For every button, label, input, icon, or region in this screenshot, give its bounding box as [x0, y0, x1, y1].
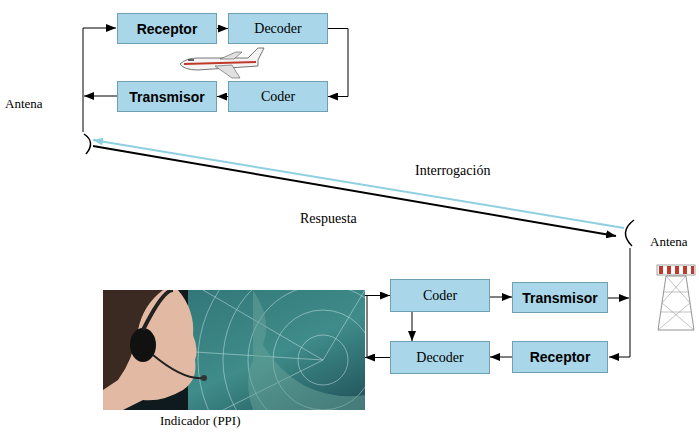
link-label: Interrogación [415, 163, 490, 179]
box-label: Decoder [254, 21, 301, 37]
indicator-display: Indicador (PPI) [103, 290, 365, 410]
box-label: Decoder [416, 350, 463, 366]
antenna-wiring [608, 248, 630, 357]
response-link [93, 146, 616, 236]
box-label: Coder [423, 288, 457, 304]
box-label: Transmisor [129, 89, 204, 105]
airplane-icon [180, 48, 264, 78]
antenna-wiring [83, 28, 117, 132]
process-box: Transmisor [117, 81, 217, 112]
process-box: Coder [390, 279, 490, 312]
ppi-illustration [103, 290, 365, 410]
signal-arrow [217, 28, 228, 29]
antenna-symbol [625, 220, 634, 246]
process-box: Coder [228, 81, 328, 112]
signal-arrow [328, 29, 348, 97]
interrogation-link [93, 140, 624, 228]
antenna-label: Antena [650, 234, 688, 250]
antenna-label: Antena [5, 96, 43, 112]
box-label: Receptor [137, 21, 198, 37]
signal-arrow [490, 297, 512, 298]
indicator-wire [367, 295, 368, 358]
box-label: Coder [261, 89, 295, 105]
box-label: Transmisor [522, 290, 597, 306]
signal-arrow [490, 357, 512, 358]
signal-arrow [217, 96, 228, 97]
process-box: Decoder [390, 341, 490, 374]
process-box: Receptor [117, 13, 217, 44]
signal-arrow [365, 295, 390, 296]
signal-arrow [365, 357, 390, 358]
radar-tower-icon [657, 265, 695, 330]
antenna-symbol [84, 134, 91, 154]
process-box: Receptor [512, 341, 608, 373]
signal-arrow [412, 312, 413, 341]
process-box: Transmisor [512, 282, 608, 313]
link-label: Respuesta [300, 211, 357, 227]
display-caption: Indicador (PPI) [160, 413, 241, 429]
box-label: Receptor [530, 349, 591, 365]
process-box: Decoder [228, 13, 328, 44]
